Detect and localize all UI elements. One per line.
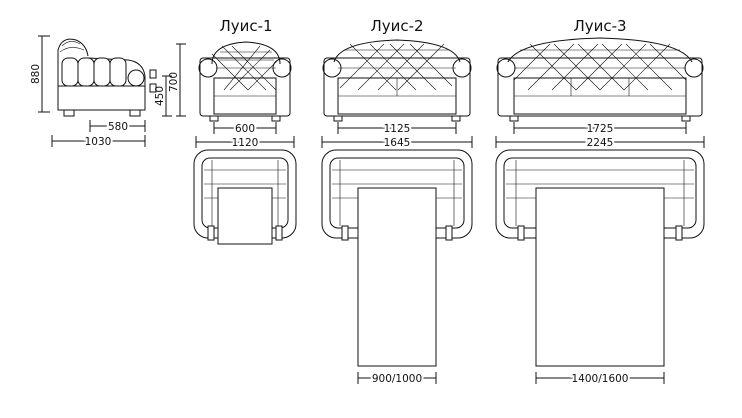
side-depth-total-label: 1030 [85,136,112,148]
model-1-title: Луис-1 [219,17,272,35]
model-1-seat-width: 600 [235,123,255,135]
model-1-total-width: 1120 [232,137,259,149]
model-2-bed-size: 900/1000 [372,373,422,385]
model-2-seat-width: 1125 [384,123,411,135]
model-luis-1: Луис-1 600 1120 [193,17,297,245]
side-height-label: 880 [30,64,42,84]
back-height-label: 700 [168,72,180,92]
model-3-seat-width: 1725 [587,123,614,135]
model-3-total-width: 2245 [587,137,614,149]
side-view: 880 580 1030 [30,35,157,150]
model-3-bed-size: 1400/1600 [572,373,629,385]
model-2-total-width: 1645 [384,137,411,149]
model-3-title: Луис-3 [573,17,626,35]
side-depth-seat-label: 580 [108,121,128,133]
model-luis-3: Луис-3 1725 2245 1400/1600 [495,17,705,387]
model-2-title: Луис-2 [370,17,423,35]
seat-height-label: 450 [154,86,166,106]
model-luis-2: Луис-2 1125 1645 900/1000 [321,17,473,387]
front-height-dims: 700 450 [154,43,186,117]
